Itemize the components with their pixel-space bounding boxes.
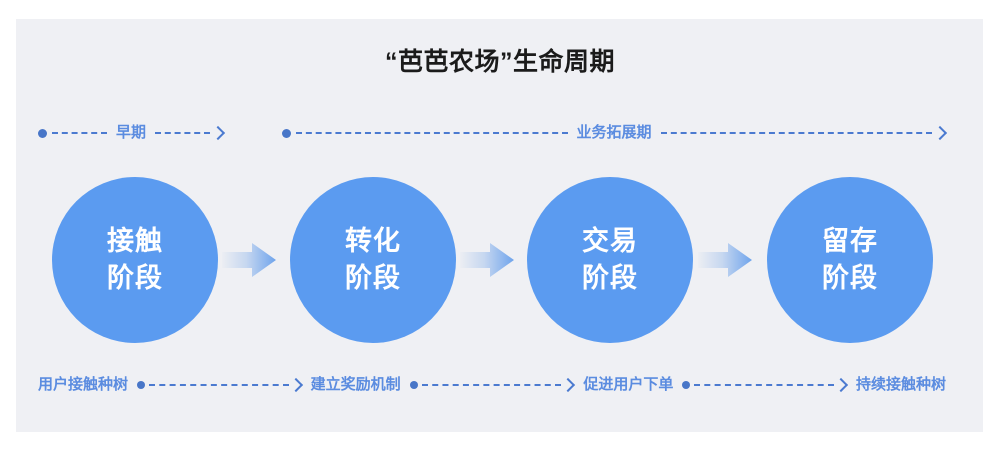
stage-circle-contact[interactable]: 接触 阶段 [52,177,218,343]
page-title: “芭芭农场”生命周期 [384,48,615,76]
stage-label-line2: 阶段 [107,263,163,293]
stage-label-line1: 交易 [582,226,638,256]
step-label-reward: 建立奖励机制 [310,376,401,393]
step-label-order: 促进用户下单 [583,376,674,393]
dashed-line [155,132,211,134]
stage-circle-retention[interactable]: 留存 阶段 [767,177,933,343]
step-connector [682,378,847,392]
phase-rail-early: 早期 [38,122,224,144]
step-label-retention: 持续接触种树 [855,376,946,393]
stage-label-line1: 接触 [107,226,163,256]
phase-label-early: 早期 [116,124,147,141]
stage-circle-transaction[interactable]: 交易 阶段 [527,177,693,343]
chevron-right-icon [213,126,224,140]
chevron-right-icon [563,378,574,392]
dot-icon [137,381,146,389]
chevron-right-icon [291,378,302,392]
dashed-line [296,132,568,134]
block-arrow-right-icon [460,243,514,277]
step-label-row: 用户接触种树 建立奖励机制 促进用户下单 持续接触种树 [38,372,946,398]
step-connector [137,378,302,392]
stage-label-line2: 阶段 [582,263,638,293]
dot-icon [682,381,691,389]
step-label-contact: 用户接触种树 [38,376,129,393]
stage-label-line1: 留存 [822,226,878,256]
dashed-line [694,384,834,386]
stage-circle-conversion[interactable]: 转化 阶段 [290,177,456,343]
block-arrow-right-icon [222,243,276,277]
dot-icon [282,128,291,138]
dashed-line [52,132,107,134]
dot-icon [38,128,47,138]
block-arrow-right-icon [698,243,752,277]
chevron-right-icon [935,126,946,140]
phase-label-expansion: 业务拓展期 [576,124,652,141]
step-connector [409,378,575,392]
chevron-right-icon [836,378,847,392]
stage-label-line2: 阶段 [345,263,401,293]
dashed-line [421,384,562,386]
phase-rail-expansion: 业务拓展期 [282,122,946,144]
stage-label-line1: 转化 [345,226,401,256]
dot-icon [409,381,418,389]
dashed-line [660,132,933,134]
stage-label-line2: 阶段 [822,263,878,293]
dashed-line [149,384,289,386]
